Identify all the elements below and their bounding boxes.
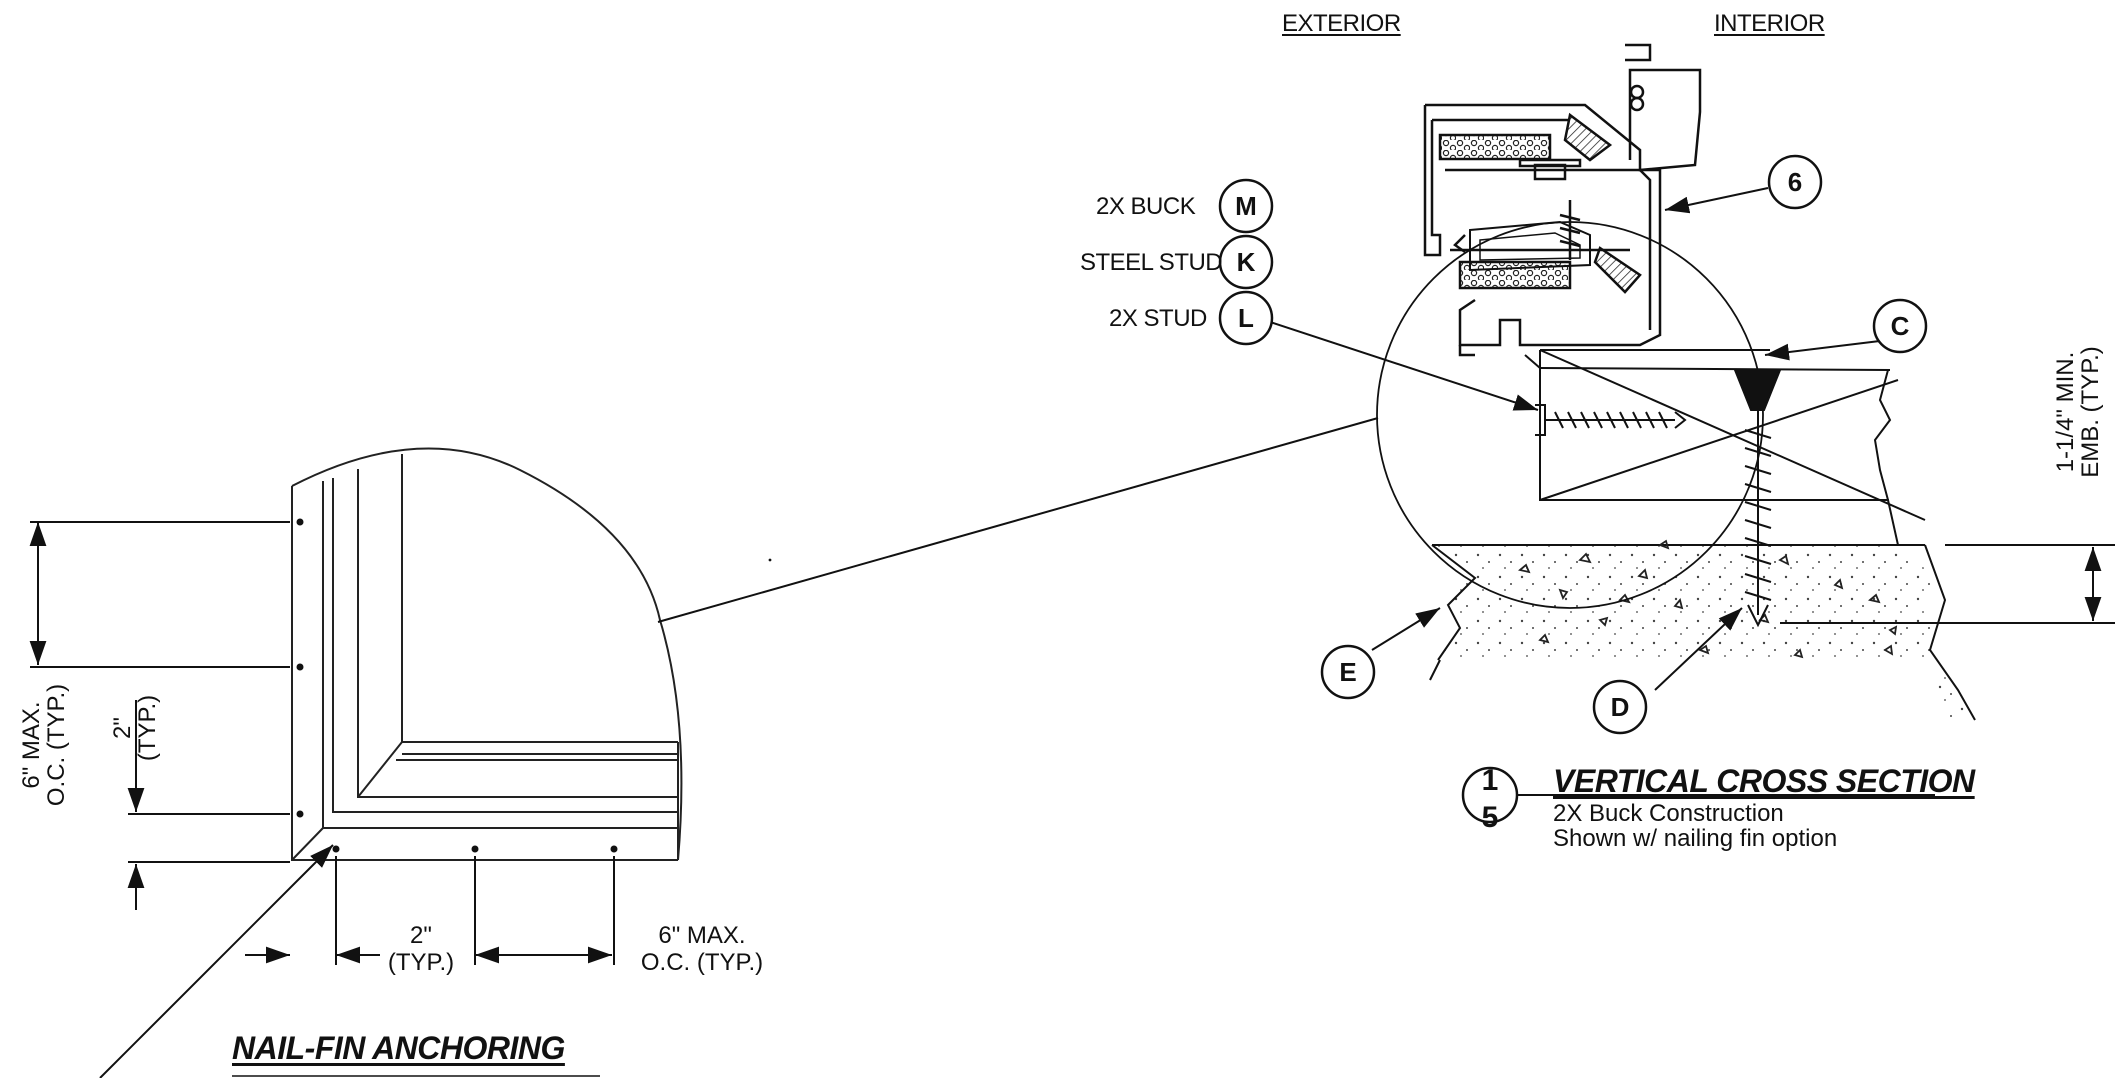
horizontal-edge-line2: (TYP.): [387, 949, 455, 976]
horizontal-dimensions: [245, 856, 615, 965]
section-subtitle-line1: 2X Buck Construction: [1553, 800, 1784, 827]
concrete-substrate: [1432, 545, 1970, 720]
section-subtitle-line2: Shown w/ nailing fin option: [1553, 825, 1838, 852]
horizontal-edge-line1: 2": [410, 922, 432, 949]
fin-leader-line: [99, 844, 334, 1078]
callout-leaders: [1269, 187, 1935, 796]
vertical-dimensions: [29, 521, 290, 910]
embedment-label: 1-1/4" MIN. EMB. (TYP.): [2052, 346, 2104, 478]
exterior-heading: EXTERIOR: [1282, 10, 1401, 37]
vertical-edge-label: 2" (TYP.): [109, 694, 161, 762]
vertical-edge-line1: 2": [109, 717, 136, 739]
concrete-screw: [1733, 369, 1782, 628]
vertical-spacing-label: 6" MAX. O.C. (TYP.): [18, 683, 70, 807]
horizontal-edge-label: 2" (TYP.): [388, 922, 454, 976]
nail-fin-title: NAIL-FIN ANCHORING: [232, 1030, 565, 1066]
concrete-outline: [1429, 544, 1976, 721]
embedment-dimension: [1780, 544, 2115, 624]
callout-c: C: [1890, 310, 1910, 341]
window-frame-profile: [1423, 43, 1702, 357]
horizontal-spacing-label: 6" MAX. O.C. (TYP.): [641, 922, 763, 976]
material-label-steel-stud: STEEL STUD: [1080, 249, 1223, 276]
callout-6: 6: [1787, 166, 1803, 197]
wood-buck: [1524, 349, 1926, 546]
nail-holes: [296, 518, 772, 853]
material-label-wood-stud: 2X STUD: [1109, 305, 1207, 332]
detail-connector-line: [657, 417, 1379, 623]
section-title: VERTICAL CROSS SECTION: [1553, 763, 1975, 799]
embedment-label-line1: 1-1/4" MIN.: [2052, 351, 2079, 473]
interior-heading: INTERIOR: [1714, 10, 1825, 37]
nail-fin-detail: [291, 447, 683, 861]
vertical-spacing-line1: 6" MAX.: [18, 701, 45, 789]
embedment-label-line2: EMB. (TYP.): [2077, 346, 2104, 478]
sheet-number: 5: [1481, 801, 1499, 834]
material-label-buck: 2X BUCK: [1096, 193, 1196, 220]
callout-l: L: [1238, 302, 1254, 333]
callout-circles: [1218, 154, 1928, 824]
buck-screw: [1535, 404, 1687, 436]
horizontal-spacing-line1: 6" MAX.: [658, 922, 746, 949]
callout-k: K: [1236, 246, 1256, 277]
callout-m: M: [1235, 190, 1257, 221]
callout-d: D: [1610, 691, 1630, 722]
callout-e: E: [1339, 656, 1357, 687]
vertical-edge-line2: (TYP.): [134, 694, 161, 762]
horizontal-spacing-line2: O.C. (TYP.): [640, 949, 764, 976]
vertical-spacing-line2: O.C. (TYP.): [43, 683, 70, 807]
detail-number: 1: [1481, 764, 1499, 797]
